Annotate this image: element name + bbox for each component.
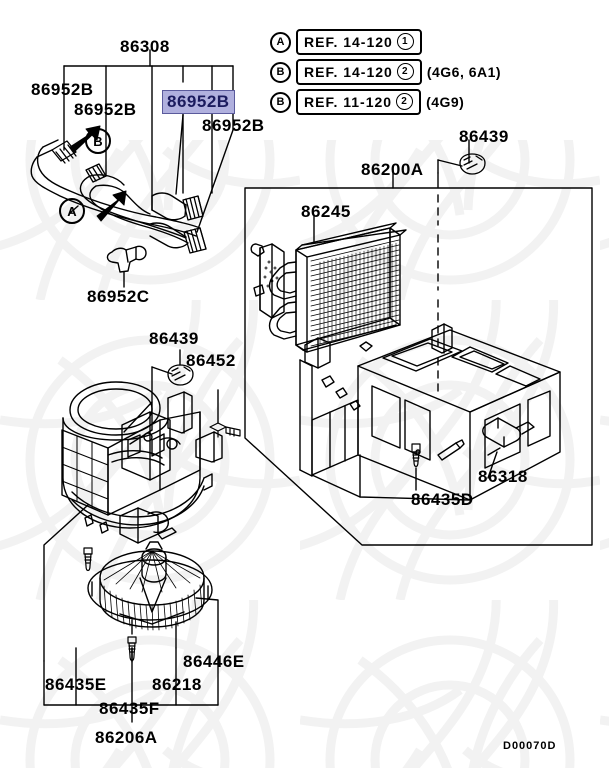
reference-row-2: B REF. 11-120 2 (4G9): [270, 89, 464, 115]
marker-a-circle: A: [59, 198, 85, 224]
reference-number-circle: 2: [396, 93, 414, 110]
reference-box[interactable]: REF. 14-120 1: [296, 29, 422, 55]
callout-86439-top[interactable]: 86439: [459, 127, 509, 146]
reference-marker-circle: B: [270, 91, 291, 113]
callout-86452[interactable]: 86452: [186, 351, 236, 370]
reference-text: REF. 14-120: [304, 63, 393, 80]
reference-suffix: (4G9): [426, 94, 465, 110]
reference-marker-circle: A: [270, 31, 291, 53]
marker-b-circle: B: [85, 128, 111, 154]
callout-86952C[interactable]: 86952C: [87, 287, 150, 306]
reference-row-1: B REF. 14-120 2 (4G6, 6A1): [270, 59, 501, 85]
reference-row-0: A REF. 14-120 1: [270, 29, 427, 55]
callout-86446E[interactable]: 86446E: [183, 652, 245, 671]
callout-86245[interactable]: 86245: [301, 202, 351, 221]
callout-86439-blower[interactable]: 86439: [149, 329, 199, 348]
reference-number-circle: 1: [396, 33, 414, 50]
reference-box[interactable]: REF. 14-120 2: [296, 59, 422, 85]
callout-86206A[interactable]: 86206A: [95, 728, 158, 747]
callout-86952B-2[interactable]: 86952B: [74, 100, 137, 119]
callout-86435D[interactable]: 86435D: [411, 490, 474, 509]
callout-86952B-3-highlighted[interactable]: 86952B: [162, 90, 235, 114]
callout-86435F[interactable]: 86435F: [99, 699, 160, 718]
reference-marker-circle: B: [270, 61, 291, 83]
reference-text: REF. 11-120: [304, 93, 393, 110]
callout-86218[interactable]: 86218: [152, 675, 202, 694]
reference-suffix: (4G6, 6A1): [426, 64, 502, 80]
reference-text: REF. 14-120: [304, 33, 393, 50]
callout-86435E[interactable]: 86435E: [45, 675, 107, 694]
callout-86952B-4[interactable]: 86952B: [202, 116, 265, 135]
callout-86308[interactable]: 86308: [120, 37, 170, 56]
diagram-code: D00070D: [503, 740, 557, 752]
callout-86318[interactable]: 86318: [478, 467, 528, 486]
reference-number-circle: 2: [396, 63, 414, 80]
reference-box[interactable]: REF. 11-120 2: [296, 89, 422, 115]
callout-86200A[interactable]: 86200A: [361, 160, 424, 179]
callout-86952B-1[interactable]: 86952B: [31, 80, 94, 99]
